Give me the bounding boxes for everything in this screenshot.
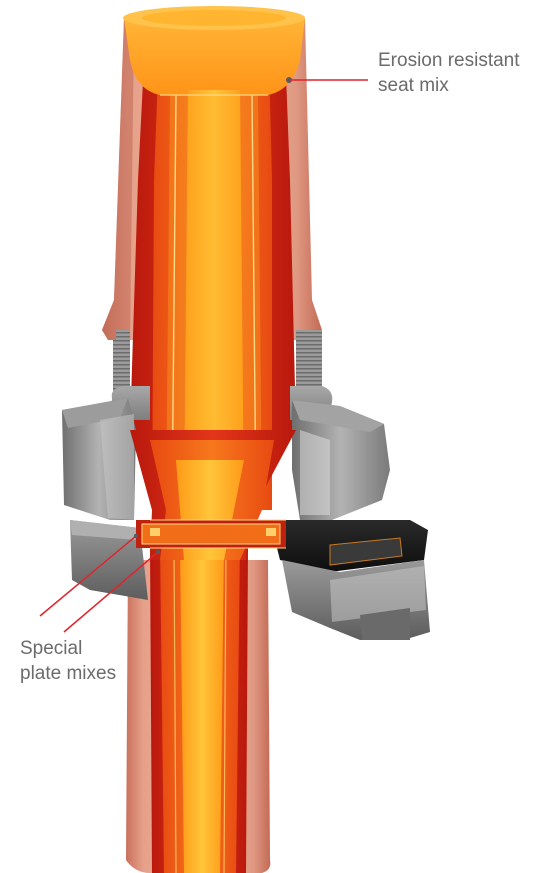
plate-label-line1: Special [20, 638, 83, 659]
special-plate-mixes-label: Special plate mixes [20, 636, 116, 686]
left-housing [62, 398, 148, 600]
right-housing [270, 400, 430, 640]
erosion-label-line2: seat mix [378, 75, 449, 96]
upper-tube [102, 6, 322, 511]
lower-tube [126, 544, 271, 873]
plate-label-line2: plate mixes [20, 663, 117, 684]
cutaway-flow [130, 430, 296, 560]
callout-erosion [286, 77, 368, 83]
erosion-resistant-seat-mix-label: Erosion resistant seat mix [378, 48, 520, 98]
callout-plate [39, 533, 161, 633]
erosion-label-line1: Erosion resistant [378, 50, 520, 71]
